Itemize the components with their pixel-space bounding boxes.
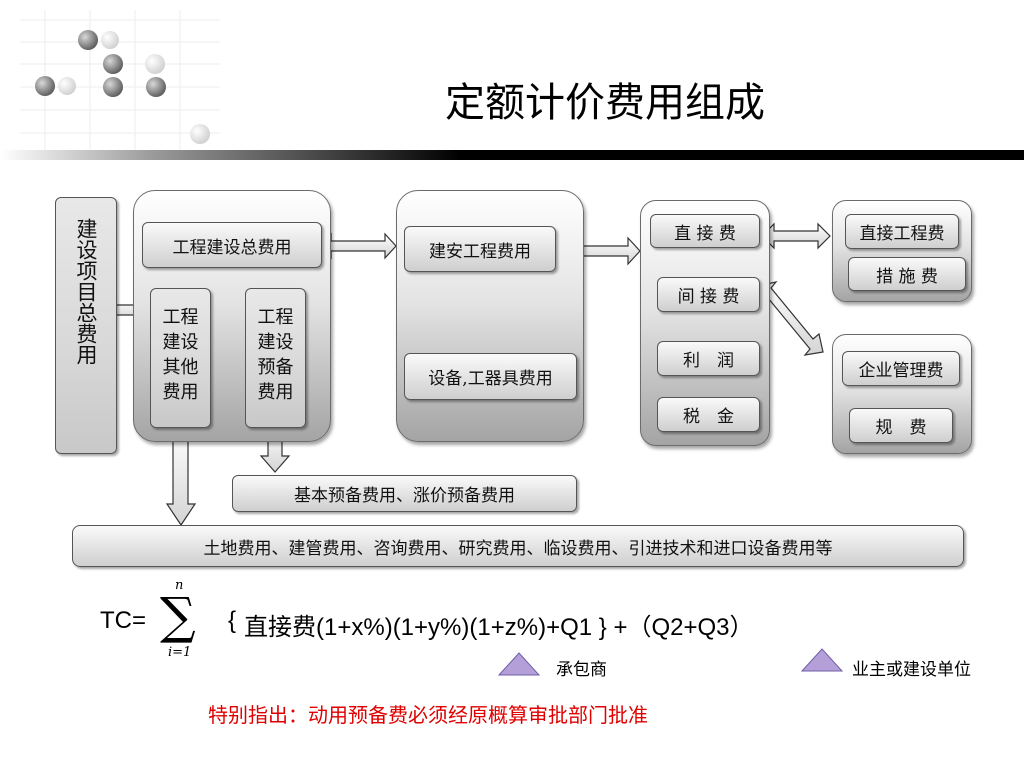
reserve-detail-box: 基本预备费用、涨价预备费用 xyxy=(232,475,577,512)
formula-brace-open: { xyxy=(228,607,237,634)
formula-body: (1+x%)(1+y%)(1+z%)+Q1 } +（Q2+Q3） xyxy=(316,614,754,641)
other-detail-label: 土地费用、建管费用、咨询费用、研究费用、临设费用、引进技术和进口设备费用等 xyxy=(203,538,833,559)
equipment-cost-box: 设备,工器具费用 xyxy=(404,353,577,400)
formula-body-cn: 直接费 xyxy=(244,613,316,641)
reserve-fees-box: 工程建设预备费用 xyxy=(245,288,306,428)
reserve-detail-label: 基本预备费用、涨价预备费用 xyxy=(294,486,515,506)
reserve-fees-label: 工程建设预备费用 xyxy=(257,307,294,403)
arrow-direct-to-group4 xyxy=(761,222,831,250)
contractor-triangle-icon xyxy=(497,652,541,676)
formula-lhs: TC= xyxy=(100,607,147,634)
direct-engineering-box: 直接工程费 xyxy=(845,214,959,249)
indirect-fee-label: 间 接 费 xyxy=(677,287,740,307)
indirect-fee-box: 间 接 费 xyxy=(657,277,760,312)
other-detail-box: 土地费用、建管费用、咨询费用、研究费用、临设费用、引进技术和进口设备费用等 xyxy=(72,525,964,567)
owner-triangle-icon xyxy=(800,648,844,672)
regulatory-fees-label: 规 费 xyxy=(875,418,927,438)
install-cost-box: 建安工程费用 xyxy=(404,226,556,272)
arrow-other-down xyxy=(165,427,197,527)
other-fees-label: 工程建设其他费用 xyxy=(162,307,199,403)
enterprise-mgmt-label: 企业管理费 xyxy=(858,361,944,381)
enterprise-mgmt-box: 企业管理费 xyxy=(842,351,960,386)
other-fees-box: 工程建设其他费用 xyxy=(150,288,211,428)
measures-box: 措 施 费 xyxy=(848,257,966,291)
sum-lower: i=1 xyxy=(168,645,192,660)
page-title: 定额计价费用组成 xyxy=(445,80,765,126)
arrow-total-to-install xyxy=(319,232,397,260)
direct-fee-box: 直 接 费 xyxy=(650,214,760,248)
sum-symbol: ∑ xyxy=(160,587,196,645)
project-total-cost-label: 建设项目总费用 xyxy=(74,218,98,365)
direct-fee-label: 直 接 费 xyxy=(674,223,736,244)
profit-label: 利 润 xyxy=(683,351,734,371)
owner-label: 业主或建设单位 xyxy=(852,660,971,680)
tax-label: 税 金 xyxy=(683,407,734,427)
tax-box: 税 金 xyxy=(657,397,760,432)
equipment-cost-label: 设备,工器具费用 xyxy=(428,369,553,389)
contractor-label: 承包商 xyxy=(556,660,607,680)
sum-upper: n xyxy=(175,578,184,593)
direct-engineering-label: 直接工程费 xyxy=(859,224,945,244)
install-cost-label: 建安工程费用 xyxy=(429,241,531,262)
approval-note: 特别指出：动用预备费必须经原概算审批部门批准 xyxy=(208,703,648,727)
project-total-cost-box: 建设项目总费用 xyxy=(55,197,117,454)
decorative-dots xyxy=(20,10,220,150)
header-divider xyxy=(0,150,1024,160)
regulatory-fees-box: 规 费 xyxy=(849,408,953,443)
measures-label: 措 施 费 xyxy=(876,266,938,287)
construction-total-label: 工程建设总费用 xyxy=(172,237,292,258)
construction-total-box: 工程建设总费用 xyxy=(142,222,322,268)
profit-box: 利 润 xyxy=(657,341,760,376)
